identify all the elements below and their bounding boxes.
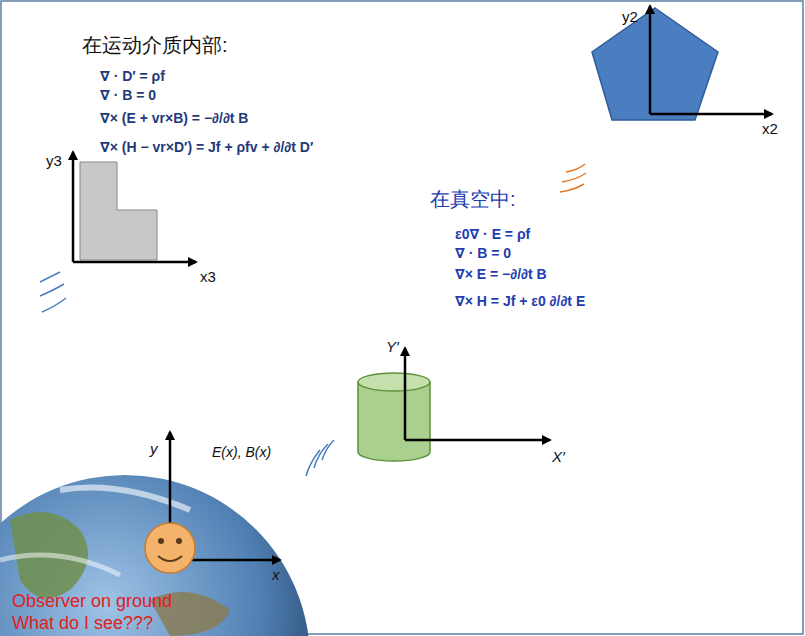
axis-label: y3 [46, 152, 62, 169]
axis-label: x2 [762, 120, 778, 137]
equation: ε0∇ · E = ρf [455, 226, 530, 242]
equation: ∇× (H − vr×D′) = Jf + ρfv + ∂/∂t D′ [100, 139, 313, 155]
equation: ∇× E = −∂/∂t B [455, 266, 547, 282]
section-heading: 在运动介质内部: [82, 34, 228, 57]
equation: ∇× (E + vr×B) = −∂/∂t B [100, 110, 248, 126]
equation: ∇ · B = 0 [455, 245, 511, 261]
axis-label: x3 [200, 268, 216, 285]
observer-note: Observer on ground [12, 591, 172, 612]
axis-label: x [272, 566, 280, 583]
equation: ∇× H = Jf + ε0 ∂/∂t E [455, 293, 585, 309]
section-heading: 在真空中: [430, 188, 516, 211]
axis-label: Y′ [386, 338, 399, 355]
axis-label: y [150, 440, 158, 457]
field-label: E(x), B(x) [212, 444, 271, 460]
equation: ∇ · D′ = ρf [100, 68, 165, 84]
equation: ∇ · B = 0 [100, 87, 156, 103]
observer-note: What do I see??? [12, 613, 153, 634]
axis-label: y2 [622, 8, 638, 25]
axis-label: X′ [552, 448, 565, 465]
